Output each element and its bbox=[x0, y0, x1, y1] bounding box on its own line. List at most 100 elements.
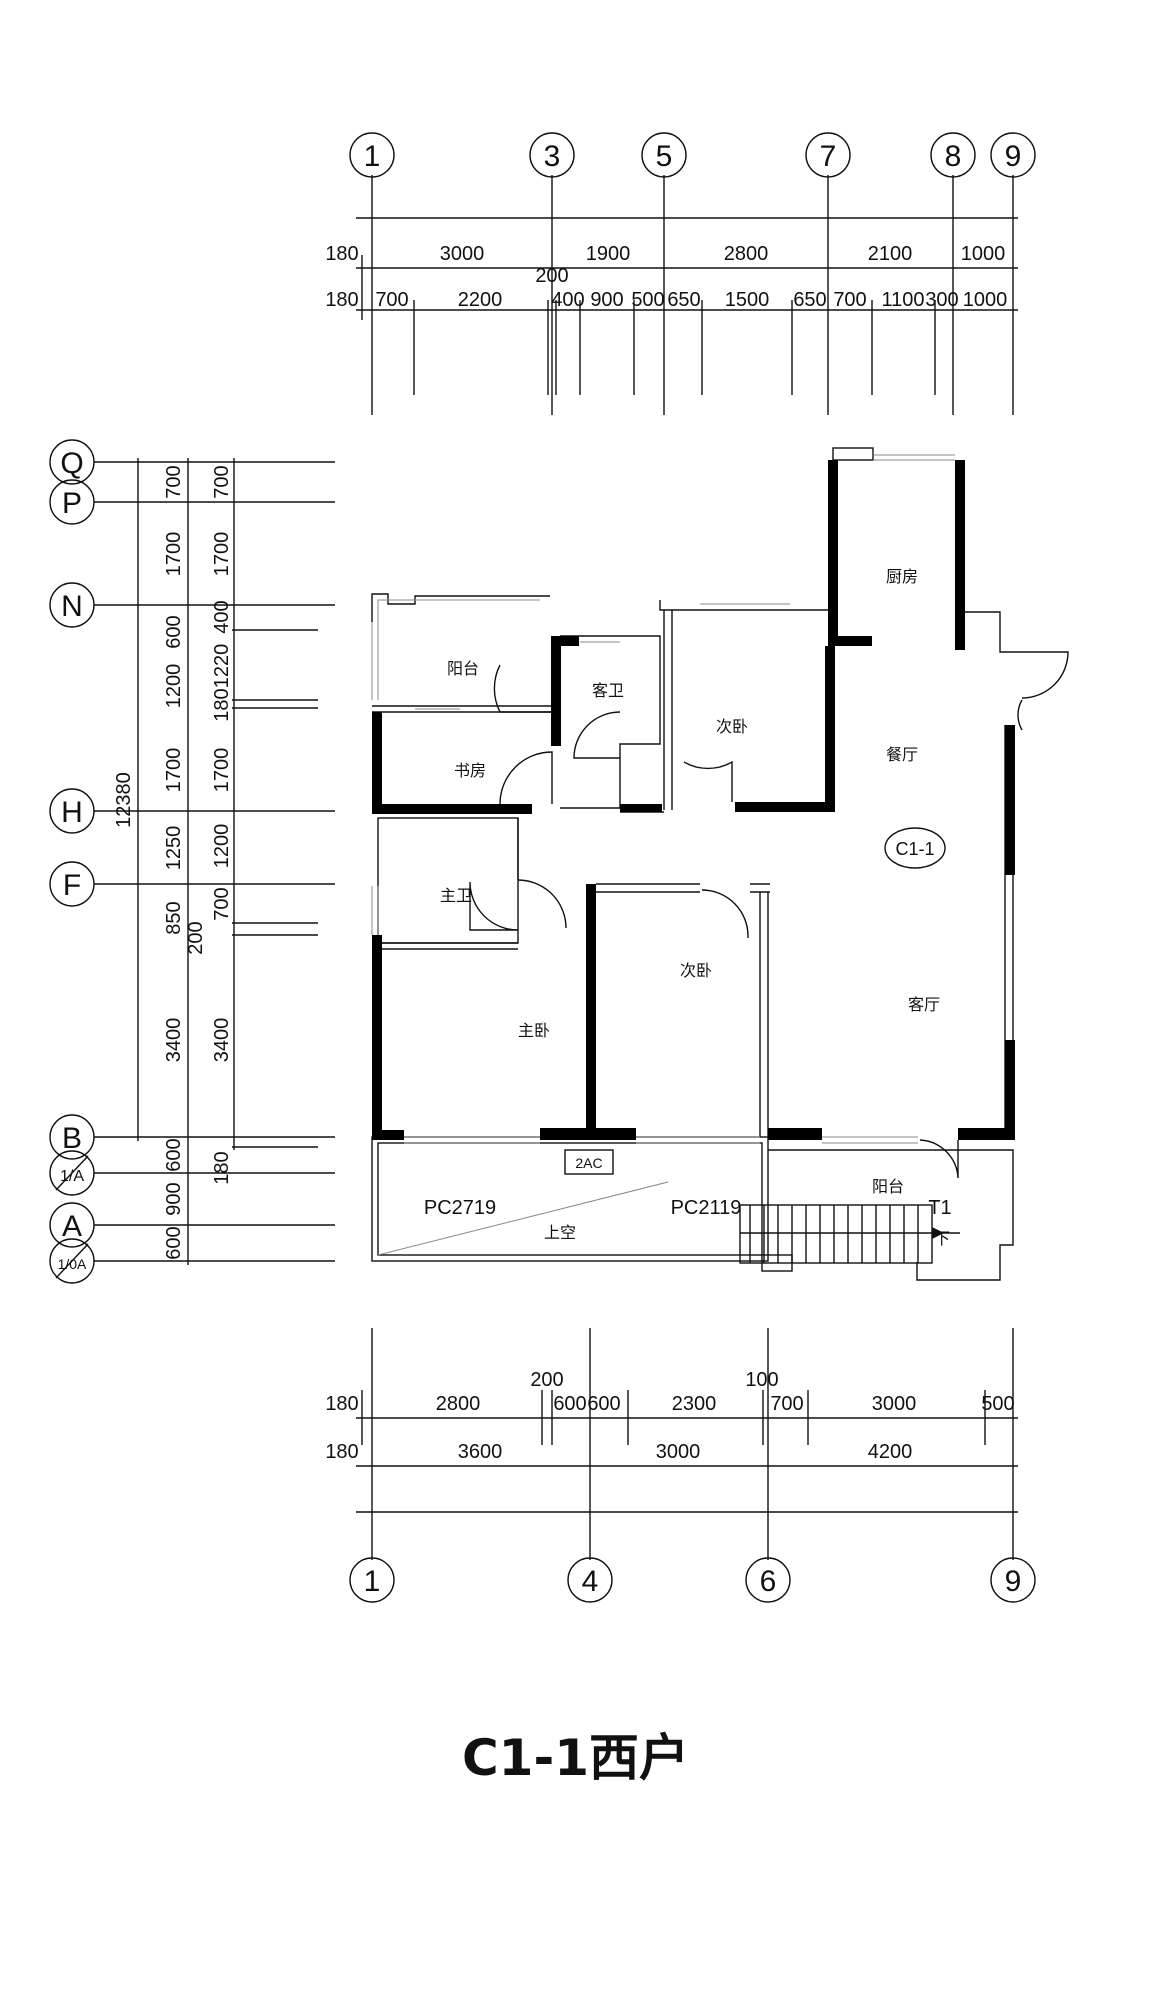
dim-text: 200 bbox=[185, 921, 207, 954]
plan-annotations: PC2719 PC2119 T1 下 bbox=[424, 1197, 952, 1248]
left-dims-total: 12380 bbox=[113, 772, 135, 828]
room-label-void: 上空 bbox=[544, 1223, 576, 1242]
dim-text: 400 bbox=[211, 600, 233, 633]
dim-text: 3000 bbox=[656, 1441, 701, 1463]
dim-text: 600 bbox=[163, 1226, 185, 1259]
grid-bubble-bottom-4 bbox=[567, 1557, 613, 1603]
dim-text: 2200 bbox=[458, 289, 503, 311]
grid-bubble-left-10A bbox=[49, 1238, 95, 1284]
dim-text: 180 bbox=[325, 289, 358, 311]
dim-text: 180 bbox=[211, 688, 233, 721]
grid-label: 9 bbox=[1005, 140, 1022, 173]
dim-text: 3000 bbox=[872, 1393, 917, 1415]
room-label-guest-bath: 客卫 bbox=[592, 681, 624, 700]
top-dims-row1: 180 3000 1900 2800 2100 1000 bbox=[325, 243, 1005, 265]
grid-label: H bbox=[61, 796, 83, 829]
dim-text: 100 bbox=[745, 1369, 778, 1391]
dim-text: 1700 bbox=[163, 748, 185, 793]
dim-text: 1000 bbox=[963, 289, 1008, 311]
window-label-b: PC2119 bbox=[671, 1197, 742, 1219]
dim-text: 600 bbox=[163, 1138, 185, 1171]
dim-text: 1100 bbox=[881, 289, 924, 311]
window-label-a: PC2719 bbox=[424, 1197, 496, 1219]
page-title: C1-1西户 bbox=[461, 1729, 690, 1787]
grid-bubble-left-B bbox=[49, 1114, 95, 1160]
dim-text: 180 bbox=[211, 1151, 233, 1184]
dim-text: 650 bbox=[793, 289, 826, 311]
grid-label: 9 bbox=[1005, 1565, 1022, 1598]
top-dims-row2: 180 700 2200 200 400 900 500 650 1500 65… bbox=[325, 265, 1007, 311]
dim-text: 3600 bbox=[458, 1441, 503, 1463]
dim-text: 700 bbox=[211, 465, 233, 498]
top-grid-bubbles: 1 3 5 7 8 9 bbox=[349, 132, 1036, 178]
dim-text: 2800 bbox=[436, 1393, 481, 1415]
grid-bubble-top-8 bbox=[930, 132, 976, 178]
stair-down-label: 下 bbox=[934, 1229, 950, 1248]
room-label-dining: 餐厅 bbox=[886, 745, 918, 764]
grid-bubble-top-1 bbox=[349, 132, 395, 178]
dim-text: 1000 bbox=[961, 243, 1006, 265]
dim-text: 300 bbox=[925, 289, 958, 311]
dim-text: 600 bbox=[587, 1393, 620, 1415]
dim-text: 650 bbox=[667, 289, 700, 311]
dim-text: 500 bbox=[631, 289, 664, 311]
bottom-dims-row2: 180 3600 3000 4200 bbox=[325, 1441, 912, 1463]
dim-text: 1700 bbox=[163, 532, 185, 577]
dim-text: 900 bbox=[163, 1182, 185, 1215]
grid-bubble-left-H bbox=[49, 788, 95, 834]
room-label-study: 书房 bbox=[454, 761, 486, 780]
left-grid-bubbles: Q P N H F B 1/A A 1/0A bbox=[49, 439, 95, 1284]
room-label-master-bed: 主卧 bbox=[518, 1021, 550, 1040]
room-label-living: 客厅 bbox=[908, 995, 940, 1014]
dim-text: 2800 bbox=[724, 243, 769, 265]
thick-walls bbox=[372, 460, 1015, 1140]
dim-text: 1900 bbox=[586, 243, 631, 265]
room-label-balcony-south: 阳台 bbox=[872, 1177, 904, 1196]
stair bbox=[739, 1204, 960, 1264]
dim-text: 700 bbox=[211, 887, 233, 920]
grid-label: 1 bbox=[364, 1565, 381, 1598]
left-dims-outer: 700 1700 600 1200 1700 1250 850 200 3400… bbox=[163, 465, 207, 1259]
dim-text: 1700 bbox=[211, 532, 233, 577]
left-dims-inner: 700 1700 400 1220 180 1700 1200 700 3400… bbox=[211, 465, 233, 1184]
grid-label: 8 bbox=[945, 140, 962, 173]
grid-label: 5 bbox=[656, 140, 673, 173]
room-label-second-bed-south: 次卧 bbox=[680, 961, 712, 980]
room-label-balcony-north: 阳台 bbox=[447, 659, 479, 678]
dim-text: 180 bbox=[325, 1393, 358, 1415]
grid-label: 1/A bbox=[60, 1168, 84, 1185]
dim-text: 1500 bbox=[725, 289, 770, 311]
dim-text: 400 bbox=[551, 289, 584, 311]
grid-bubble-left-A bbox=[49, 1202, 95, 1248]
dim-text: 1700 bbox=[211, 748, 233, 793]
dim-text: 1200 bbox=[211, 824, 233, 869]
grid-bubble-left-F bbox=[49, 861, 95, 907]
dim-text: 850 bbox=[163, 901, 185, 934]
dim-text: 600 bbox=[553, 1393, 586, 1415]
grid-label: A bbox=[62, 1210, 82, 1243]
grid-label: 1/0A bbox=[58, 1256, 87, 1272]
dim-text: 700 bbox=[163, 465, 185, 498]
room-label-kitchen: 厨房 bbox=[886, 567, 918, 586]
dim-text: 700 bbox=[375, 289, 408, 311]
dim-text: 900 bbox=[590, 289, 623, 311]
dim-text: 200 bbox=[535, 265, 568, 287]
grid-label: 3 bbox=[544, 140, 561, 173]
ac-unit-box bbox=[564, 1149, 614, 1175]
room-labels: 厨房 阳台 客卫 次卧 餐厅 书房 主卫 次卧 主卧 客厅 阳台 上空 bbox=[440, 567, 940, 1242]
dim-text: 1250 bbox=[163, 826, 185, 871]
grid-bubble-top-5 bbox=[641, 132, 687, 178]
dim-text: 200 bbox=[530, 1369, 563, 1391]
room-label-second-bed-north: 次卧 bbox=[716, 717, 748, 736]
dim-text: 12380 bbox=[113, 772, 135, 828]
dim-text: 3000 bbox=[440, 243, 485, 265]
dim-text: 1200 bbox=[163, 664, 185, 709]
dim-text: 700 bbox=[770, 1393, 803, 1415]
grid-bubble-bottom-1 bbox=[349, 1557, 395, 1603]
doors bbox=[469, 651, 1069, 1179]
top-grid-lines bbox=[356, 175, 1018, 415]
grid-label: B bbox=[62, 1122, 82, 1155]
grid-label: 7 bbox=[820, 140, 837, 173]
dim-text: 3400 bbox=[163, 1018, 185, 1063]
